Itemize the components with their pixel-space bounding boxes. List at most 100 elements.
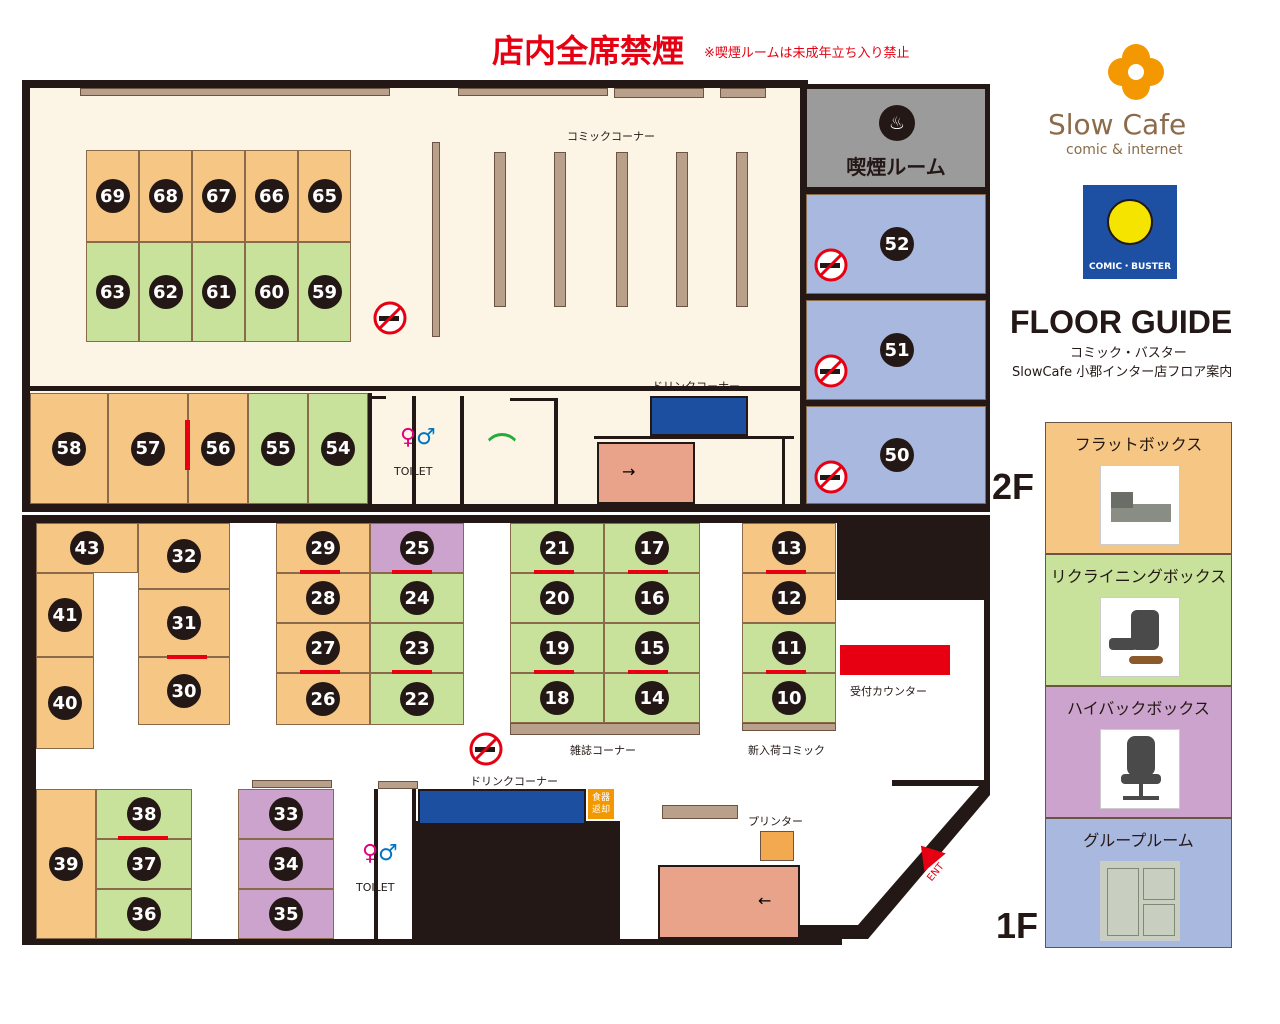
seat-52[interactable]: 52 [806,194,986,294]
printer-label: プリンター [748,815,803,828]
seat-34[interactable]: 34 [238,839,334,889]
dish-return: 食器返却 [588,789,614,819]
seat-25[interactable]: 25 [370,523,464,573]
comic-buster-logo: COMIC・BUSTER [1083,185,1177,279]
seat-57[interactable]: 57 [108,393,188,504]
seat-69[interactable]: 69 [86,150,139,242]
printer [760,831,794,861]
no-smoking-icon [814,354,848,388]
floor-label-1f: 1F [996,905,1039,946]
floor-label-2f: 2F [992,466,1035,507]
no-smoking-icon [814,248,848,282]
seat-65[interactable]: 65 [298,150,351,242]
seat-31[interactable]: 31 [138,589,230,657]
seat-54[interactable]: 54 [308,393,368,504]
smoking-room-age-notice: ※喫煙ルームは未成年立ち入り禁止 [704,46,910,61]
seat-24[interactable]: 24 [370,573,464,623]
seat-61[interactable]: 61 [192,242,245,342]
seat-40[interactable]: 40 [36,657,94,749]
toilet-label-1f: TOILET [356,881,395,894]
no-smoking-icon [469,732,503,766]
seat-59[interactable]: 59 [298,242,351,342]
stairs-1f [658,865,800,939]
drink-corner-label-2f: ドリンクコーナー [652,380,740,393]
seat-66[interactable]: 66 [245,150,298,242]
seat-37[interactable]: 37 [96,839,192,889]
seat-68[interactable]: 68 [139,150,192,242]
seat-32[interactable]: 32 [138,523,230,589]
smoking-room[interactable]: ♨ 喫煙ルーム [806,88,986,188]
seat-41[interactable]: 41 [36,573,94,657]
seat-30[interactable]: 30 [138,657,230,725]
toilet-label-2f: TOILET [394,465,433,478]
seat-60[interactable]: 60 [245,242,298,342]
legend-flat-box: フラットボックス [1045,422,1232,554]
group-room-icon [1100,861,1180,941]
seat-58[interactable]: 58 [30,393,108,504]
seat-67[interactable]: 67 [192,150,245,242]
slow-cafe-logo [1108,44,1164,100]
reception-label: 受付カウンター [850,685,927,698]
seat-12[interactable]: 12 [742,573,836,623]
floor-1f: 43 32 41 31 30 40 29 25 28 24 27 23 26 2… [22,515,990,945]
brand-name: Slow Cafe [1048,108,1187,141]
seat-29[interactable]: 29 [276,523,370,573]
seat-39[interactable]: 39 [36,789,96,939]
seat-50[interactable]: 50 [806,406,986,504]
legend-high-back-box: ハイバックボックス [1045,686,1232,818]
legend-reclining-box: リクライニングボックス [1045,554,1232,686]
floor-guide-title: FLOOR GUIDE [1010,304,1233,340]
new-comics-label: 新入荷コミック [748,744,825,757]
seat-33[interactable]: 33 [238,789,334,839]
seat-38[interactable]: 38 [96,789,192,839]
seat-55[interactable]: 55 [248,393,308,504]
seat-18[interactable]: 18 [510,673,604,723]
no-smoking-notice: 店内全席禁煙 [492,32,685,70]
seat-43[interactable]: 43 [36,523,138,573]
toilet-icon: ♀♂ [400,425,436,450]
seat-19[interactable]: 19 [510,623,604,673]
shower-icon: ⌒ [488,431,517,464]
seat-10[interactable]: 10 [742,673,836,723]
no-smoking-icon [373,301,407,335]
high-back-chair-icon [1100,729,1180,809]
seat-22[interactable]: 22 [370,673,464,725]
drink-counter-1f [418,789,586,825]
flat-seat-icon [1100,465,1180,545]
seat-11[interactable]: 11 [742,623,836,673]
seat-35[interactable]: 35 [238,889,334,939]
seat-20[interactable]: 20 [510,573,604,623]
stairs-arrow-icon: → [622,462,636,481]
floor-guide-store: SlowCafe 小郡インター店フロア案内 [1012,365,1233,380]
seat-28[interactable]: 28 [276,573,370,623]
seat-51[interactable]: 51 [806,300,986,400]
seat-26[interactable]: 26 [276,673,370,725]
seat-14[interactable]: 14 [604,673,700,723]
floor-guide-subtitle: コミック・バスター [1070,346,1187,361]
seat-21[interactable]: 21 [510,523,604,573]
stairs-arrow-icon: ← [758,891,772,910]
drink-corner-label-1f: ドリンクコーナー [470,775,558,788]
seat-23[interactable]: 23 [370,623,464,673]
seat-27[interactable]: 27 [276,623,370,673]
seat-13[interactable]: 13 [742,523,836,573]
toilet-icon: ♀♂ [362,841,398,866]
mascot-icon [1107,199,1153,245]
stairs-2f [597,442,695,504]
seat-17[interactable]: 17 [604,523,700,573]
drink-counter-2f [650,396,748,436]
seat-56[interactable]: 56 [188,393,248,504]
seat-36[interactable]: 36 [96,889,192,939]
seat-63[interactable]: 63 [86,242,139,342]
legend-group-room: グループルーム [1045,818,1232,948]
brand-tagline: comic & internet [1066,142,1183,158]
seat-62[interactable]: 62 [139,242,192,342]
floor-2f: コミックコーナー 69 68 67 66 65 63 62 61 60 59 5… [22,80,990,512]
comic-corner-label: コミックコーナー [567,130,655,143]
smoking-icon: ♨ [879,105,915,141]
seat-15[interactable]: 15 [604,623,700,673]
magazine-corner-label: 雑誌コーナー [570,744,636,757]
reclining-chair-icon [1100,597,1180,677]
seat-16[interactable]: 16 [604,573,700,623]
